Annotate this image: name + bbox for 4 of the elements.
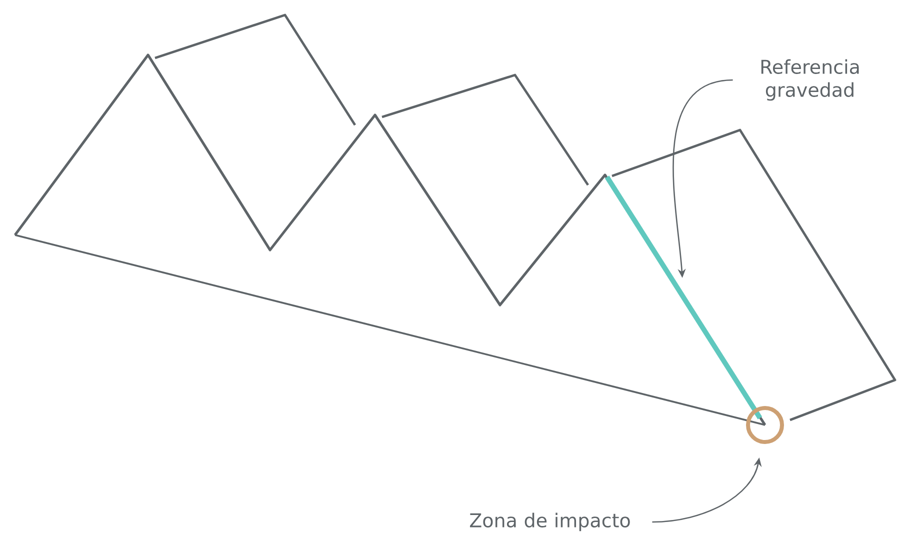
gravity-reference-line bbox=[604, 176, 762, 420]
annotation-text: Referencia gravedad bbox=[761, 59, 859, 101]
annotation-text: Zona de impacto bbox=[470, 512, 630, 532]
impact-circle bbox=[746, 406, 784, 444]
